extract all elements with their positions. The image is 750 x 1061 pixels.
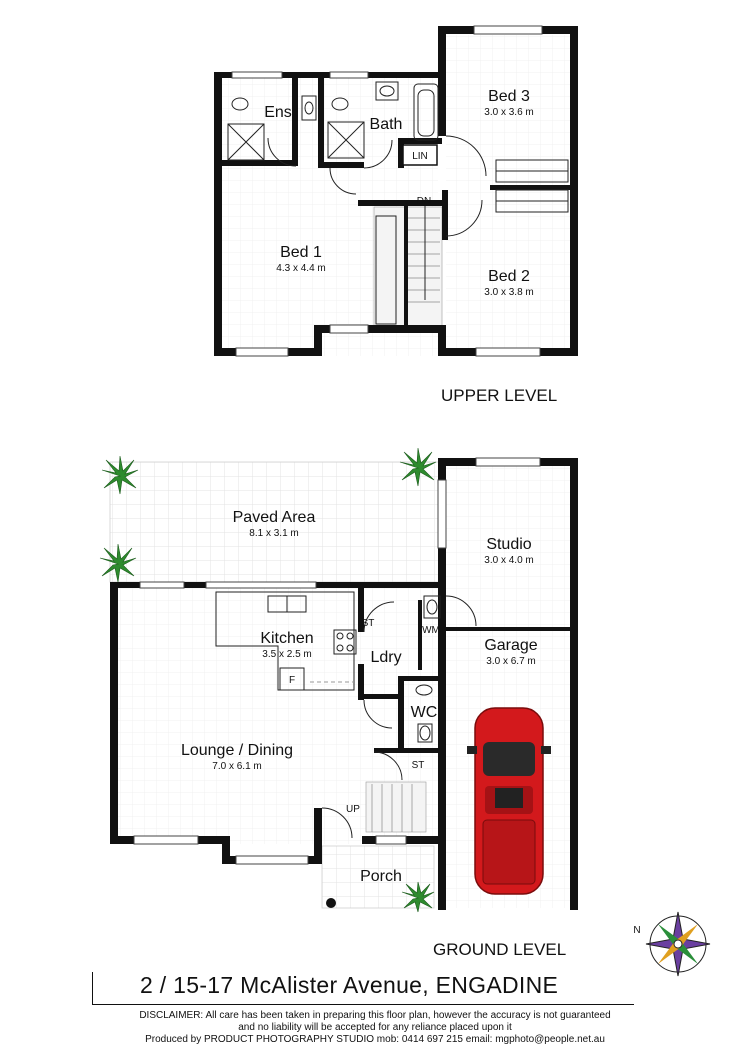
room-label-kitchen: Kitchen	[260, 630, 313, 647]
room-label-ens: Ens	[264, 104, 292, 121]
label-fridge: F	[289, 675, 295, 686]
car-icon	[467, 707, 551, 895]
plant-icon	[99, 543, 137, 583]
address-rule-vertical	[92, 972, 93, 1004]
stair-label-up: UP	[346, 804, 360, 815]
producer-credit: Produced by PRODUCT PHOTOGRAPHY STUDIO m…	[145, 1034, 605, 1045]
property-address: 2 / 15-17 McAlister Avenue, ENGADINE	[140, 972, 559, 998]
plant-icon	[401, 881, 435, 913]
ground-level-plan	[99, 447, 711, 977]
room-dims-kitchen: 3.5 x 2.5 m	[262, 649, 311, 660]
room-label-bath: Bath	[370, 116, 403, 133]
room-dims-lounge-dining: 7.0 x 6.1 m	[212, 761, 261, 772]
room-label-bed3: Bed 3	[488, 88, 530, 105]
room-label-wc: WC	[411, 704, 438, 721]
room-label-bed1: Bed 1	[280, 244, 322, 261]
plant-icon	[101, 455, 139, 495]
room-dims-bed1: 4.3 x 4.4 m	[276, 263, 325, 274]
ground-level-title: GROUND LEVEL	[433, 940, 566, 959]
room-dims-paved-area: 8.1 x 3.1 m	[249, 528, 298, 539]
room-label-garage: Garage	[484, 637, 537, 654]
label-washing-machine: WM	[422, 625, 440, 636]
room-label-paved-area: Paved Area	[233, 509, 316, 526]
room-dims-garage: 3.0 x 6.7 m	[486, 656, 535, 667]
upper-level-title: UPPER LEVEL	[441, 386, 557, 405]
room-dims-bed2: 3.0 x 3.8 m	[484, 287, 533, 298]
room-dims-studio: 3.0 x 4.0 m	[484, 555, 533, 566]
plant-icon	[399, 447, 437, 487]
stair-label-down: DN	[417, 196, 431, 207]
compass-icon	[645, 911, 711, 977]
label-storage-stairs: ST	[412, 760, 425, 771]
room-label-laundry: Ldry	[370, 649, 401, 666]
room-label-studio: Studio	[486, 536, 531, 553]
address-rule	[92, 1004, 634, 1005]
room-label-bed2: Bed 2	[488, 268, 530, 285]
room-label-linen: LIN	[412, 151, 428, 162]
room-label-lounge-dining: Lounge / Dining	[181, 742, 293, 759]
disclaimer-line-1: DISCLAIMER: All care has been taken in p…	[139, 1010, 611, 1021]
compass-north-label: N	[633, 925, 640, 936]
room-dims-bed3: 3.0 x 3.6 m	[484, 107, 533, 118]
upper-level-plan	[214, 25, 578, 357]
label-storage-laundry: ST	[362, 618, 375, 629]
room-label-porch: Porch	[360, 868, 402, 885]
porch-post	[326, 898, 336, 908]
disclaimer-line-2: and no liability will be accepted for an…	[238, 1022, 512, 1033]
